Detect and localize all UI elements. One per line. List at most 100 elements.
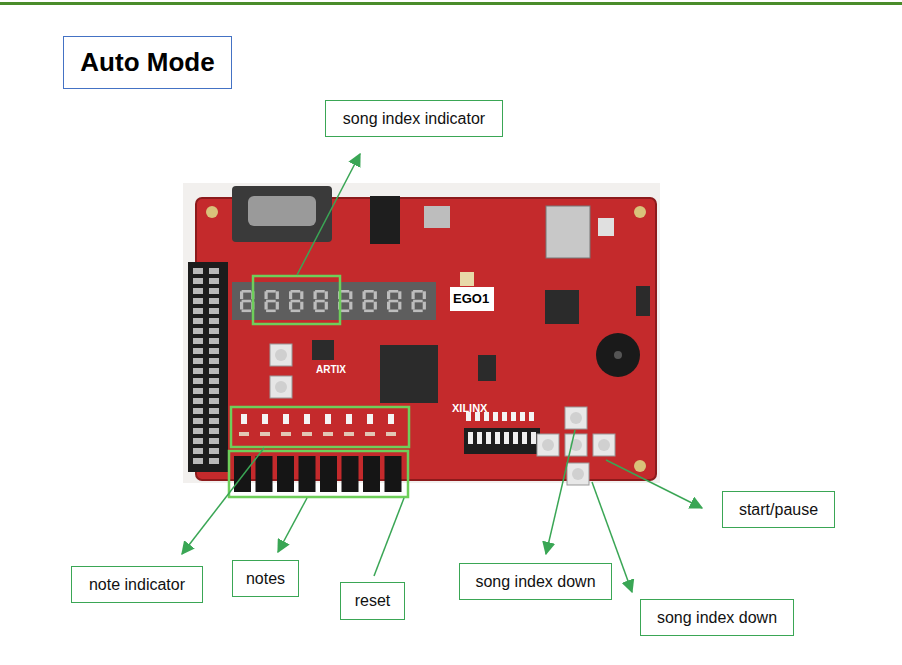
board-part <box>363 456 380 492</box>
board-part <box>325 291 328 299</box>
board-part <box>495 432 500 444</box>
mount-hole <box>634 460 646 472</box>
board-part <box>542 439 554 451</box>
callout-label: start/pause <box>739 501 818 519</box>
leader-line <box>182 448 264 554</box>
title-box: Auto Mode <box>63 36 232 89</box>
board-part <box>315 310 325 313</box>
callout-box: start/pause <box>722 491 835 528</box>
board-part <box>389 310 399 313</box>
board-part <box>320 456 337 492</box>
board-part <box>300 291 303 299</box>
board-part <box>209 438 219 444</box>
board-part <box>262 414 268 424</box>
callout-label: reset <box>355 592 391 610</box>
board-part <box>234 456 251 492</box>
board-part <box>300 302 303 310</box>
board-part <box>365 414 375 436</box>
pin-header <box>188 262 228 472</box>
callout-box: notes <box>232 560 299 597</box>
board-part <box>209 338 219 344</box>
button-cap <box>275 349 287 361</box>
board-part <box>193 358 203 364</box>
vga-port <box>248 196 316 226</box>
board-part <box>193 448 203 454</box>
board-part <box>209 318 219 324</box>
board-part <box>412 290 426 312</box>
seven-segment-display <box>232 282 436 320</box>
highlight-box <box>253 276 340 324</box>
ic-chip <box>545 290 579 324</box>
board-part <box>567 463 589 485</box>
board-part <box>209 418 219 424</box>
board-part <box>389 300 399 303</box>
led-row <box>239 414 396 436</box>
board-part <box>364 310 374 313</box>
button-cap <box>275 381 287 393</box>
board-part <box>413 300 423 303</box>
board-part <box>346 414 352 424</box>
board-part <box>537 434 559 456</box>
board-part <box>423 302 426 310</box>
board-part <box>193 398 203 404</box>
button-pad <box>537 407 615 485</box>
leader-line <box>546 430 575 554</box>
board-part <box>266 310 276 313</box>
board-part <box>276 291 279 299</box>
board-part <box>386 432 396 436</box>
board-part <box>567 463 589 485</box>
board-part <box>209 398 219 404</box>
board-part <box>363 290 377 312</box>
board-part <box>513 432 518 444</box>
board-part <box>502 412 507 421</box>
ic-chip <box>312 340 334 360</box>
board-part <box>209 308 219 314</box>
board-part <box>477 432 482 444</box>
board-part <box>314 291 317 299</box>
board-part <box>511 412 516 421</box>
board-part <box>344 432 354 436</box>
board-part <box>193 388 203 394</box>
mount-hole <box>206 206 218 218</box>
board-part <box>291 310 301 313</box>
board-part <box>323 414 333 436</box>
board-part <box>193 318 203 324</box>
board-part <box>398 302 401 310</box>
board-part <box>531 432 536 444</box>
board-part <box>593 434 615 456</box>
board-part <box>565 434 587 456</box>
board-part <box>486 432 491 444</box>
board-part <box>565 434 587 456</box>
push-button <box>270 344 292 366</box>
vga-connector <box>232 186 332 242</box>
board-part <box>209 298 219 304</box>
board-part <box>565 407 587 429</box>
board-part <box>265 290 279 312</box>
board-part <box>209 378 219 384</box>
board-part <box>240 302 243 310</box>
board-part <box>565 407 587 429</box>
board-part <box>364 300 374 303</box>
board-part <box>283 414 289 424</box>
photo-ground <box>183 183 660 483</box>
board-part <box>593 434 615 456</box>
board-part <box>363 302 366 310</box>
buzzer-hole <box>614 351 622 359</box>
board-part <box>522 432 527 444</box>
board-part <box>304 414 310 424</box>
board-part <box>209 358 219 364</box>
board-part <box>209 428 219 434</box>
board-part <box>374 302 377 310</box>
board-part <box>342 456 359 492</box>
board-part <box>529 412 534 421</box>
board-part <box>209 348 219 354</box>
board-part <box>266 300 276 303</box>
push-button <box>270 376 292 398</box>
board-part <box>193 428 203 434</box>
board-part <box>193 308 203 314</box>
fpga-chip <box>380 345 438 403</box>
board-part <box>572 468 584 480</box>
board-part <box>299 456 316 492</box>
callout-box: note indicator <box>71 566 203 603</box>
board-part <box>209 458 219 464</box>
